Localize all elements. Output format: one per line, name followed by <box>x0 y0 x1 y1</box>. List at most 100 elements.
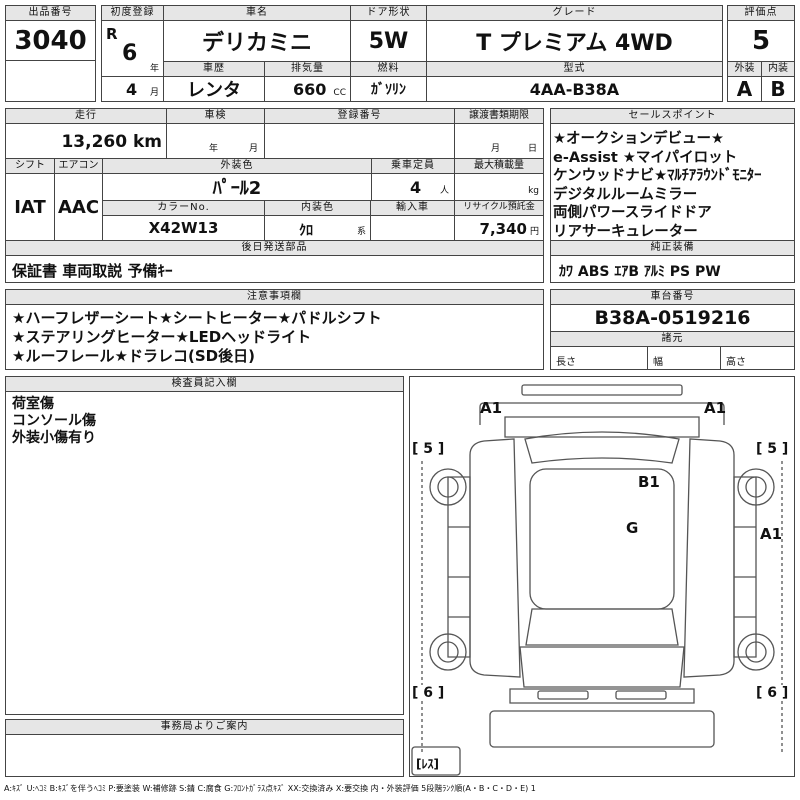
selling-point: デジタルルームミラー <box>553 186 698 203</box>
max-load: kg <box>454 173 544 201</box>
lot-blank <box>5 60 96 102</box>
recycle: 7,340 円 <box>454 215 544 241</box>
mark-a1-right: A1 <box>704 399 727 417</box>
grade: T プレミアム 4WD <box>426 20 723 62</box>
grille <box>504 416 700 438</box>
transfer-doc: 月 日 <box>454 123 544 159</box>
tire-fl-depth: [ 5 ] <box>412 441 445 457</box>
chassis-number: B38A-0519216 <box>550 304 795 332</box>
office-label: 事務局よりご案内 <box>5 719 404 735</box>
rear-panel <box>489 710 715 748</box>
year-unit: 年 <box>149 64 159 74</box>
spec-height: 高さ <box>720 346 795 370</box>
displacement-value: 660 <box>293 80 327 99</box>
capacity-unit: 人 <box>439 186 449 196</box>
chassis-label: 車台番号 <box>550 289 795 305</box>
model-label: 型式 <box>426 61 723 77</box>
capacity-value: 4 <box>410 178 422 197</box>
int-color-label: 内装色 <box>264 200 371 216</box>
mark-a1-left: A1 <box>480 399 503 417</box>
inspector-line: 外装小傷有り <box>12 430 96 446</box>
score: 5 <box>727 20 795 62</box>
windshield <box>524 431 680 464</box>
later-parts-label: 後日発送部品 <box>5 240 544 256</box>
import <box>370 215 455 241</box>
import-label: 輸入車 <box>370 200 455 216</box>
spare-box <box>411 746 461 776</box>
int-color: ｸﾛ 系 <box>264 215 371 241</box>
shift-label: シフト <box>5 158 55 174</box>
transfer-day-unit: 日 <box>527 144 537 154</box>
inspector-line: コンソール傷 <box>12 413 96 429</box>
car-name-label: 車名 <box>163 5 351 21</box>
lot-label: 出品番号 <box>5 5 96 21</box>
selling-point: e-Assist ★マイパイロット <box>553 149 738 166</box>
mileage: 13,260 km <box>5 123 167 159</box>
spec-width: 幅 <box>647 346 721 370</box>
selling-points: ★オークションデビュー★ e-Assist ★マイパイロット ケンウッドナビ★ﾏ… <box>550 123 795 241</box>
vehicle-diagram: A1 A1 B1 G A1 [ 5 ] [ 5 ] [ 6 ] [ 6 ] [ﾚ… <box>409 376 795 777</box>
note-line: ★ステアリングヒーター★LEDヘッドライト <box>12 328 312 346</box>
fuel: ｶﾞｿﾘﾝ <box>350 76 427 102</box>
spec-length: 長さ <box>550 346 648 370</box>
score-label: 評価点 <box>727 5 795 21</box>
equipment-label: 純正装備 <box>550 240 795 256</box>
history-label: 車歴 <box>163 61 265 77</box>
exterior-grade: A <box>727 76 762 102</box>
shift: IAT <box>5 173 55 241</box>
inspection: 年 月 <box>166 123 265 159</box>
inspector-notes: 荷室傷 コンソール傷 外装小傷有り <box>5 391 404 715</box>
recycle-label: リサイクル預託金 <box>454 200 544 216</box>
model: 4AA-B38A <box>426 76 723 102</box>
spare-tire: [ﾚｽ] <box>416 755 439 772</box>
right-side <box>733 476 757 658</box>
max-load-unit: kg <box>528 186 539 196</box>
front-edge <box>521 384 683 396</box>
capacity: 4 人 <box>371 173 455 201</box>
displacement-unit: CC <box>333 88 346 98</box>
first-reg-label: 初度登録 <box>101 5 164 21</box>
tire-rl <box>429 633 467 671</box>
interior-grade: B <box>761 76 795 102</box>
exterior-grade-label: 外装 <box>727 61 762 77</box>
int-color-value: ｸﾛ <box>299 223 313 239</box>
inspector-label: 検査員記入欄 <box>5 376 404 392</box>
selling-point: リアサーキュレーター <box>553 223 698 240</box>
tire-rl-depth: [ 6 ] <box>412 685 445 701</box>
rear-bumper <box>509 688 695 704</box>
first-reg-month: 4 月 <box>101 76 164 102</box>
mark-b1: B1 <box>638 473 660 491</box>
month-unit: 月 <box>149 88 159 98</box>
mileage-label: 走行 <box>5 108 167 124</box>
note-line: ★ハーフレザーシート★シートヒーター★パドルシフト <box>12 309 382 327</box>
recycle-value: 7,340 <box>479 220 527 238</box>
later-parts: 保証書 車両取説 予備ｷｰ <box>5 255 544 283</box>
selling-point: ケンウッドナビ★ﾏﾙﾁｱﾗｳﾝﾄﾞﾓﾆﾀｰ <box>553 168 762 184</box>
max-load-label: 最大積載量 <box>454 158 544 174</box>
back-door <box>519 646 685 688</box>
car-name: デリカミニ <box>163 20 351 62</box>
selling-points-label: セールスポイント <box>550 108 795 124</box>
spec-height-label: 高さ <box>726 357 746 368</box>
note-line: ★ルーフレール★ドラレコ(SD後日) <box>12 347 255 365</box>
displacement-label: 排気量 <box>264 61 351 77</box>
color-label: 外装色 <box>102 158 372 174</box>
color-no: X42W13 <box>102 215 265 241</box>
specs-label: 諸元 <box>550 331 795 347</box>
era: R <box>106 25 118 43</box>
spec-length-label: 長さ <box>556 357 576 368</box>
first-reg-year: R 6 年 <box>101 20 164 77</box>
color: ﾊﾟｰﾙ2 <box>102 173 372 201</box>
displacement: 660 CC <box>264 76 351 102</box>
tire-fr-depth: [ 5 ] <box>756 441 789 457</box>
history: レンタ <box>163 76 265 102</box>
selling-point: ★オークションデビュー★ <box>553 131 724 147</box>
recycle-unit: 円 <box>529 227 539 237</box>
capacity-label: 乗車定員 <box>371 158 455 174</box>
aircon: AAC <box>54 173 103 241</box>
rear-lamp-r <box>615 690 667 700</box>
car-outline <box>411 384 783 776</box>
equipment: ｶﾜ ABS ｴｱB ｱﾙﾐ PS PW <box>550 255 795 283</box>
notes: ★ハーフレザーシート★シートヒーター★パドルシフト ★ステアリングヒーター★LE… <box>5 304 544 370</box>
color-no-label: カラーNo. <box>102 200 265 216</box>
